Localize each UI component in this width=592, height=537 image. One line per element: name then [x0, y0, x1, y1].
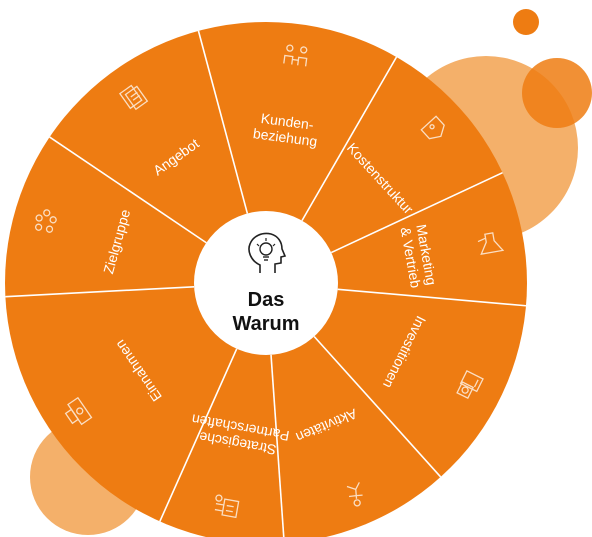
wheel-divider-7 — [159, 348, 238, 522]
wheel-divider-5 — [313, 335, 442, 478]
handshake-icon — [214, 494, 240, 519]
wheel-divider-6 — [270, 354, 285, 537]
center-hub — [194, 211, 338, 355]
price-tag-icon — [420, 115, 445, 140]
calculator-money-icon — [456, 370, 484, 400]
decor-circle-small — [513, 9, 539, 35]
wheel-divider-1 — [197, 30, 249, 214]
wheel-divider-9 — [49, 136, 207, 244]
decor-circle-medium — [522, 58, 592, 128]
head-lightbulb-icon — [248, 232, 287, 273]
segment-label-line: Kunden- — [260, 110, 315, 133]
cash-register-icon — [64, 396, 93, 426]
people-connection-icon — [283, 44, 308, 67]
wheel-divider-3 — [330, 171, 503, 254]
megaphone-icon — [477, 232, 505, 256]
wheel-divider-2 — [301, 56, 398, 222]
document-stack-icon — [118, 84, 149, 111]
wheel-divider-8 — [5, 285, 195, 298]
center-title-line1: Das — [248, 289, 285, 311]
center-title-line2: Warum — [232, 313, 299, 335]
target-group-icon — [34, 209, 57, 233]
wheel-divider-4 — [337, 288, 527, 307]
wheel-dividers — [5, 30, 527, 537]
running-person-icon — [346, 482, 363, 507]
